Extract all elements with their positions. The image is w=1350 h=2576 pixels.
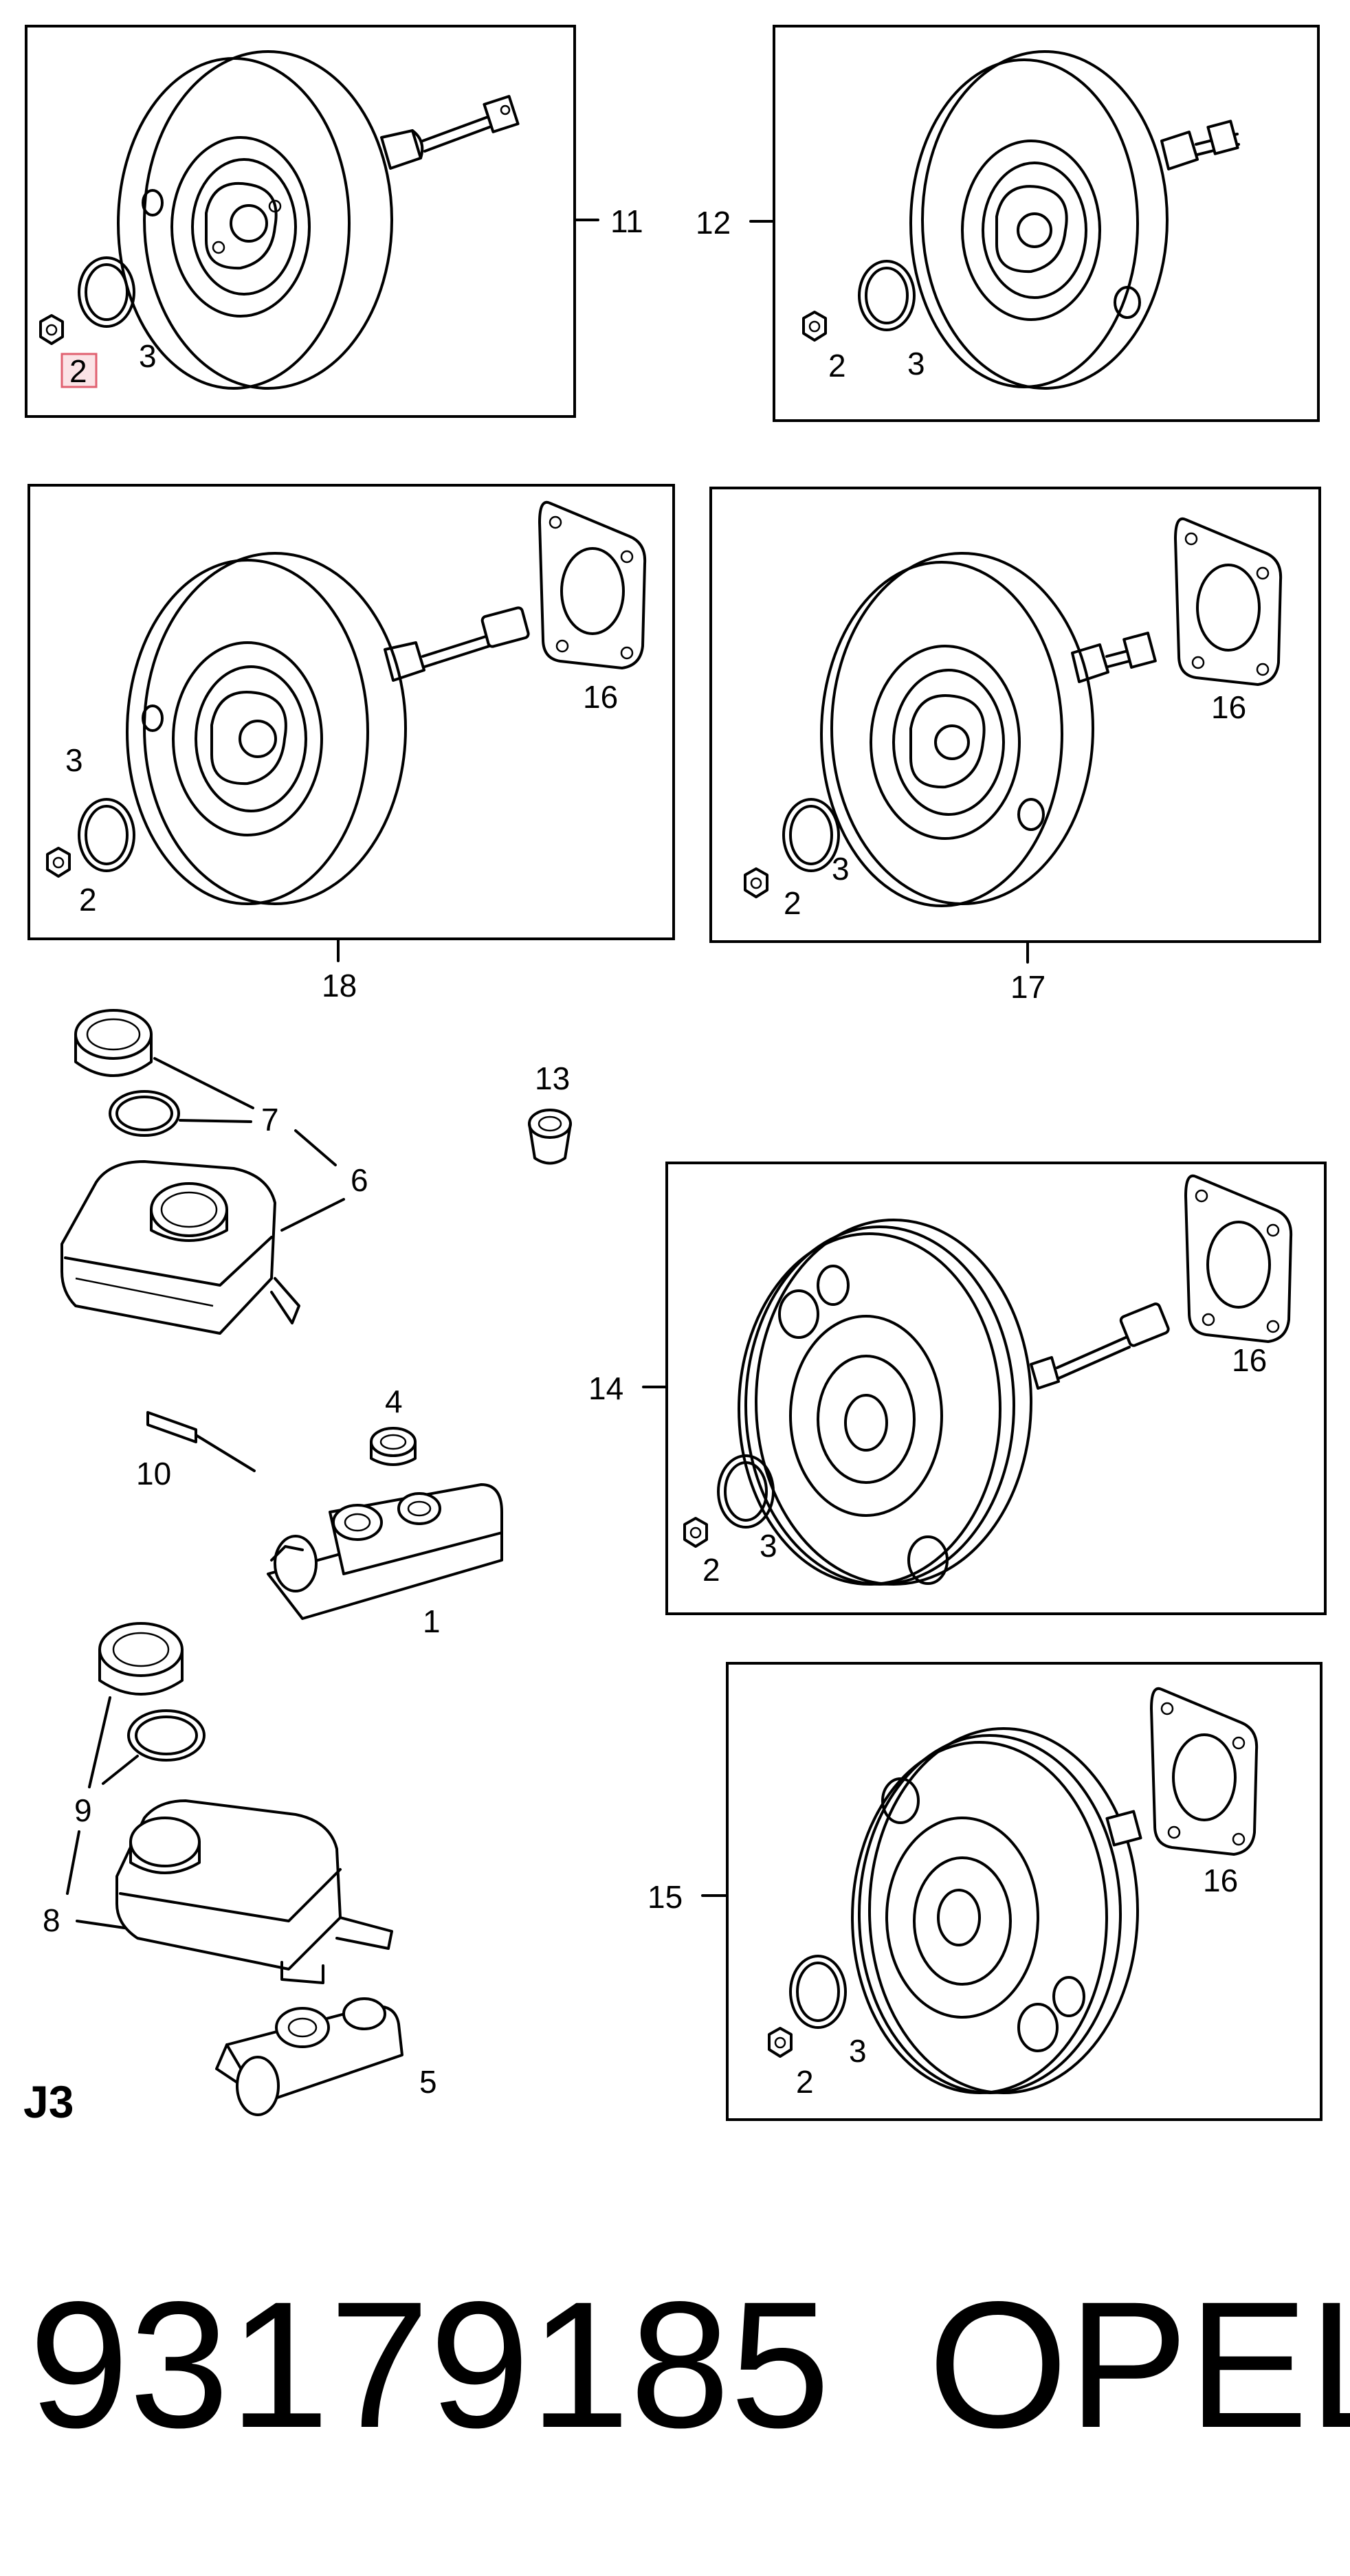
callout-15: 15 bbox=[648, 1879, 683, 1915]
callout-13: 13 bbox=[535, 1061, 570, 1096]
callout-1: 1 bbox=[423, 1603, 441, 1639]
callout-2: 2 bbox=[79, 882, 97, 918]
brake-booster-18 bbox=[126, 552, 530, 905]
brake-booster-17 bbox=[820, 552, 1157, 907]
booster-panel-12: 2 3 12 bbox=[696, 25, 1320, 422]
callout-2-highlighted: 2 bbox=[69, 353, 87, 389]
nut-icon bbox=[802, 311, 827, 342]
pin-10 bbox=[146, 1411, 256, 1472]
callout-3: 3 bbox=[760, 1528, 777, 1564]
reservoir-cap-9 bbox=[98, 1622, 184, 1696]
brake-booster-12 bbox=[749, 50, 1240, 390]
booster-panel-15: 2 3 16 15 bbox=[648, 1662, 1323, 2121]
callout-16: 16 bbox=[583, 679, 618, 715]
callout-9: 9 bbox=[74, 1792, 92, 1828]
fluid-reservoir-8 bbox=[115, 1799, 393, 1984]
seal-ring bbox=[78, 256, 135, 328]
callout-2: 2 bbox=[702, 1552, 720, 1588]
callout-3: 3 bbox=[907, 346, 925, 381]
callout-2: 2 bbox=[828, 348, 846, 384]
gasket-16 bbox=[1174, 517, 1283, 686]
callout-3: 3 bbox=[832, 851, 850, 887]
nut-icon bbox=[744, 867, 768, 898]
nut-icon bbox=[768, 2027, 793, 2058]
callout-16: 16 bbox=[1211, 689, 1246, 725]
callout-16: 16 bbox=[1203, 1863, 1238, 1898]
callout-3: 3 bbox=[849, 2033, 867, 2069]
part-number: 93179185 bbox=[29, 2264, 830, 2465]
nut-icon bbox=[46, 847, 71, 878]
callout-10: 10 bbox=[136, 1456, 171, 1491]
callout-7: 7 bbox=[261, 1102, 279, 1137]
callout-4: 4 bbox=[385, 1384, 403, 1419]
fluid-reservoir-6 bbox=[60, 1160, 300, 1335]
master-cylinder-1 bbox=[267, 1483, 503, 1620]
callout-5: 5 bbox=[419, 2064, 437, 2100]
callout-2: 2 bbox=[796, 2064, 814, 2100]
callout-14: 14 bbox=[588, 1370, 623, 1406]
callout-3: 3 bbox=[65, 742, 83, 778]
brake-booster-15 bbox=[851, 1727, 1142, 2094]
master-cylinder-5 bbox=[215, 1997, 403, 2116]
callout-11: 11 bbox=[610, 203, 643, 239]
highlight-box bbox=[60, 353, 98, 388]
seal-ring-7 bbox=[109, 1090, 180, 1137]
booster-panel-17: 2 3 16 17 bbox=[709, 487, 1321, 1005]
reservoir-cap-7 bbox=[74, 1009, 153, 1077]
booster-panel-18: 3 2 16 18 bbox=[27, 484, 675, 1003]
gasket-16 bbox=[1150, 1687, 1259, 1856]
gasket-16 bbox=[1184, 1174, 1293, 1343]
brake-booster-14 bbox=[738, 1219, 1170, 1586]
callout-17: 17 bbox=[1010, 969, 1045, 1005]
callout-3: 3 bbox=[139, 338, 157, 374]
nut-icon bbox=[39, 314, 64, 345]
booster-panel-14: 2 3 16 14 bbox=[588, 1162, 1327, 1615]
brand-name: OPEL bbox=[928, 2264, 1350, 2465]
callout-6: 6 bbox=[351, 1162, 368, 1198]
booster-panel-11: 2 3 11 bbox=[25, 25, 643, 418]
callout-16: 16 bbox=[1232, 1342, 1267, 1378]
seal-ring-9 bbox=[127, 1709, 206, 1762]
brake-booster-11 bbox=[117, 50, 599, 390]
callout-2: 2 bbox=[784, 885, 801, 921]
callout-18: 18 bbox=[322, 968, 357, 1003]
callout-12: 12 bbox=[696, 205, 731, 241]
gasket-16 bbox=[538, 500, 647, 669]
section-label: J3 bbox=[23, 2076, 74, 2127]
grommet-4 bbox=[370, 1427, 417, 1466]
nut-icon bbox=[683, 1517, 708, 1548]
grommet-13 bbox=[528, 1109, 572, 1165]
callout-8: 8 bbox=[43, 1902, 60, 1938]
